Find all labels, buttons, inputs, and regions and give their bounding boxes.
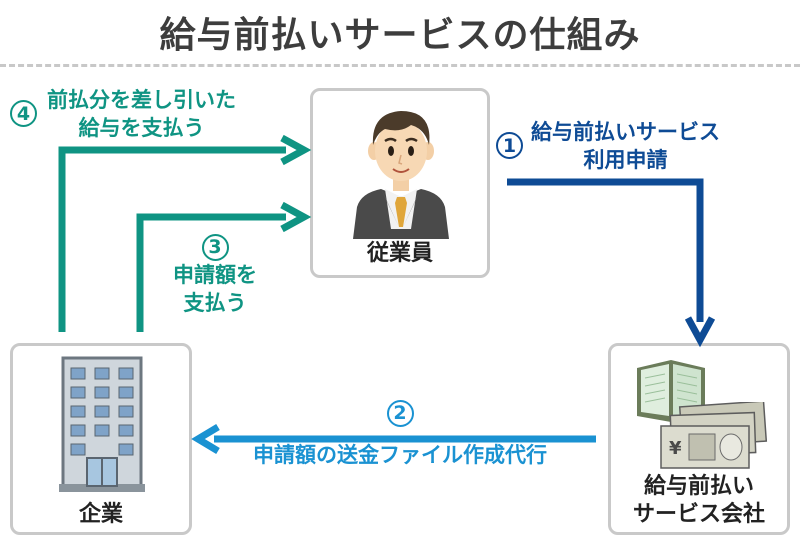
step2-number: 2 <box>386 399 414 427</box>
step3-number: 3 <box>201 233 229 261</box>
step4-number: 4 <box>10 100 37 127</box>
arrow-step3 <box>136 213 286 332</box>
step1-line1: 給与前払いサービス <box>531 120 720 144</box>
service-company-label-2: サービス会社 <box>632 502 765 527</box>
arrow-step1 <box>507 178 704 322</box>
employee-box: 従業員 <box>310 88 490 278</box>
step2-label: 2 申請額の送金ファイル作成代行 <box>200 398 600 469</box>
step1-number: 1 <box>496 132 523 159</box>
service-company-label-1: 給与前払い <box>643 474 754 499</box>
step1-label: 1 給与前払いサービス 利用申請 <box>496 118 796 174</box>
step4-line1: 前払分を差し引いた <box>47 88 236 112</box>
yen-symbol: ¥ <box>669 438 682 459</box>
company-box: 企業 <box>10 343 192 535</box>
step4-label: 4 前払分を差し引いた 給与を支払う <box>10 86 310 142</box>
employee-label: 従業員 <box>366 241 433 266</box>
company-label: 企業 <box>78 502 123 527</box>
office-building-icon <box>59 356 145 492</box>
step1-line2: 利用申請 <box>583 148 668 172</box>
arrow-step4 <box>58 146 286 332</box>
step3-label: 3 申請額を 支払う <box>150 232 280 317</box>
businessman-icon <box>353 111 449 239</box>
step4-line2: 給与を支払う <box>78 116 205 140</box>
step2-line1: 申請額の送金ファイル作成代行 <box>253 442 547 467</box>
step3-line2: 支払う <box>183 290 247 315</box>
banknotes-icon: ¥ <box>660 402 768 469</box>
title-divider <box>0 64 800 67</box>
page-title: 給与前払いサービスの仕組み <box>159 15 641 56</box>
service-company-box: ¥ 給与前払い サービス会社 <box>608 343 790 535</box>
step3-line1: 申請額を <box>173 262 257 287</box>
